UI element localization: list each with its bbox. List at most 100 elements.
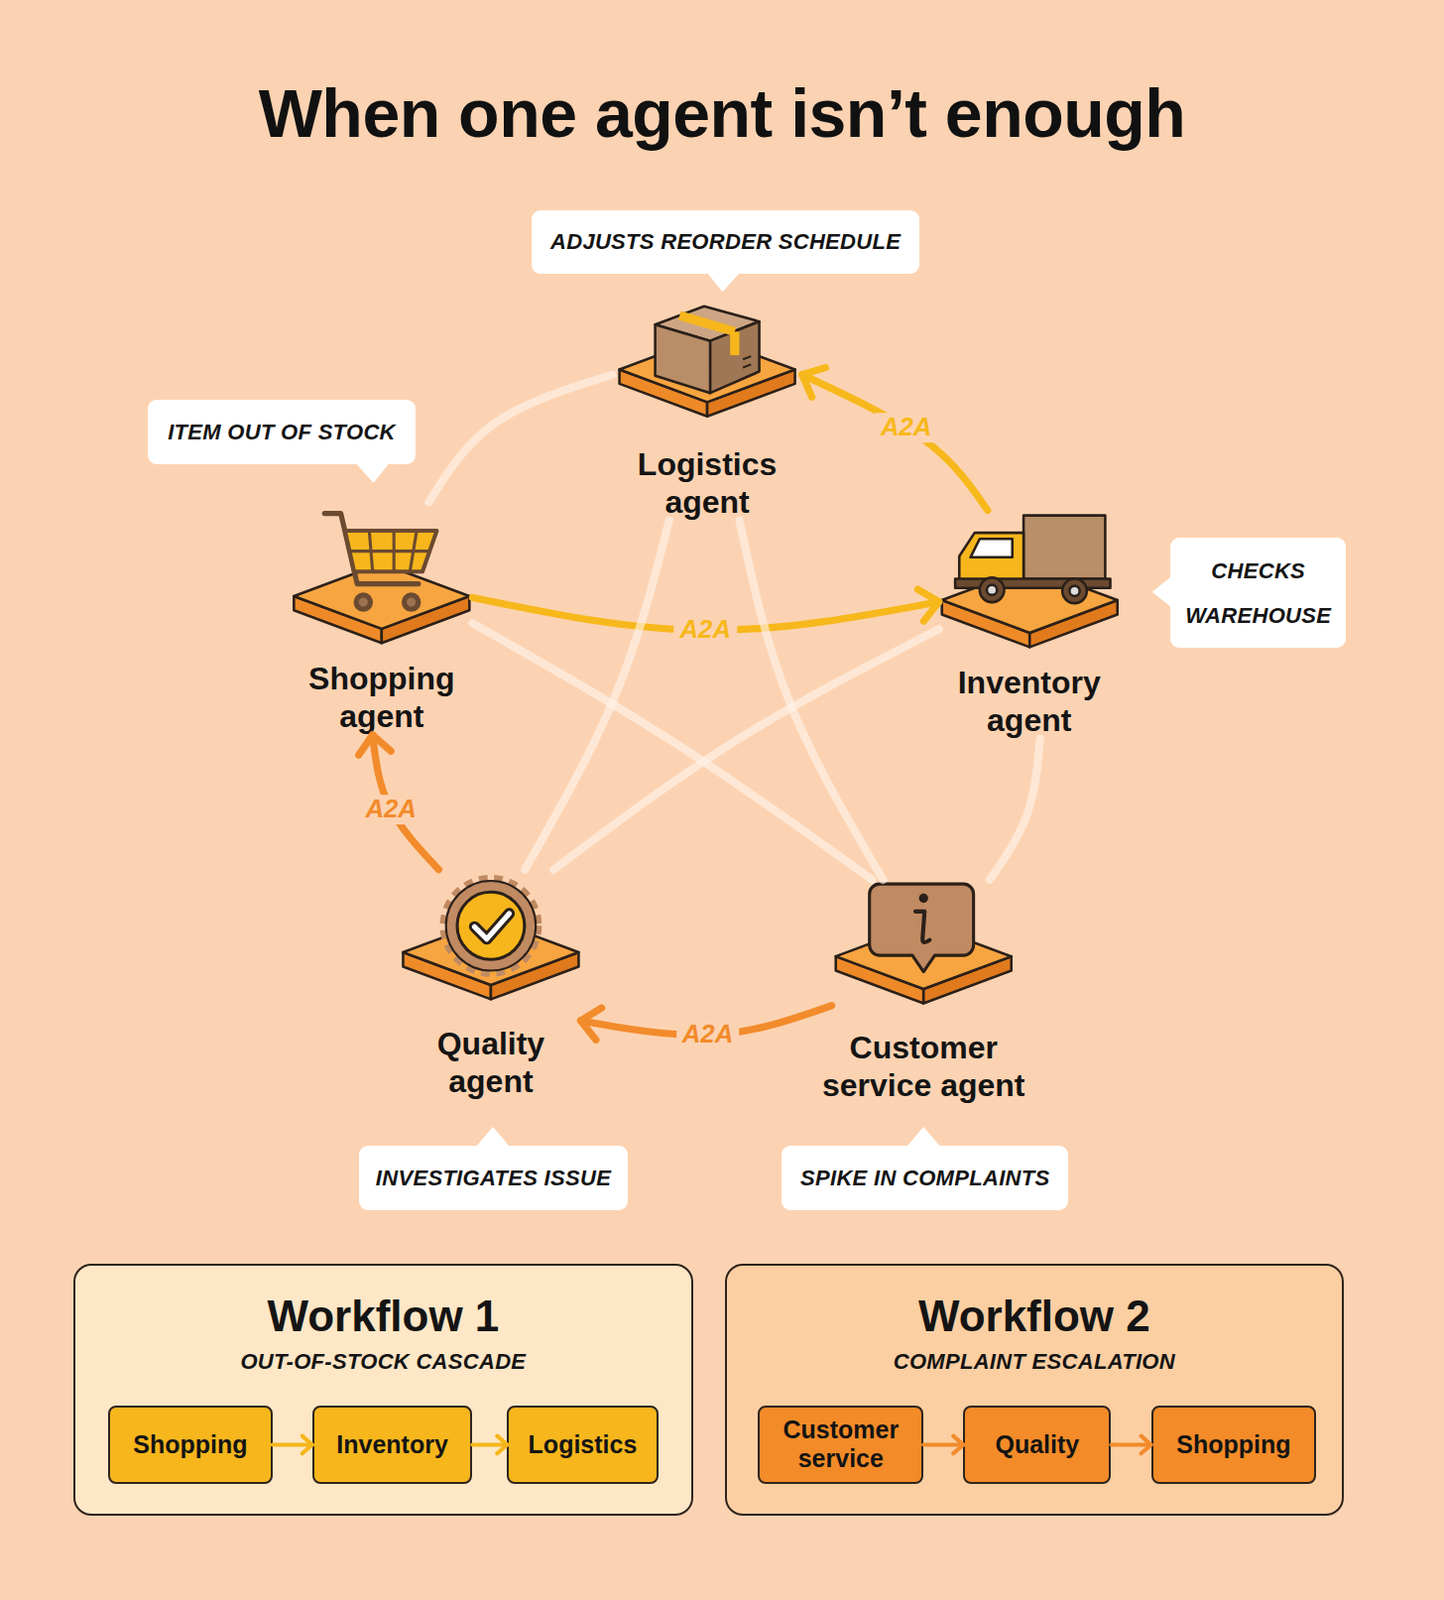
protocol-label: A2A xyxy=(874,412,938,443)
agent-node: Shopping agent xyxy=(290,501,473,735)
truck-icon xyxy=(970,538,1013,558)
quality-badge-icon xyxy=(474,913,509,940)
step-label: Shopping xyxy=(1176,1430,1291,1459)
connector-line xyxy=(553,628,939,869)
link-line xyxy=(739,520,884,880)
agent-name: Inventory agent xyxy=(939,663,1120,739)
connector-line xyxy=(472,1442,507,1446)
truck-icon xyxy=(1062,578,1087,603)
box-icon xyxy=(655,306,760,342)
agent-platform xyxy=(619,337,796,417)
workflow-title: Workflow 2 xyxy=(726,1291,1343,1340)
workflow-panel: Workflow 2 COMPLAINT ESCALATION Customer s… xyxy=(724,1263,1345,1516)
protocol-label: A2A xyxy=(359,794,422,825)
callout-tail xyxy=(476,1126,511,1148)
connector-line xyxy=(802,374,988,511)
callout-box: ADJUSTS REORDER SCHEDULE xyxy=(531,210,920,274)
link-line xyxy=(553,628,939,869)
cart-icon xyxy=(324,513,437,610)
connector-line xyxy=(372,734,440,870)
workflow-step: Shopping xyxy=(108,1405,273,1484)
agent-name: Logistics agent xyxy=(611,445,802,521)
connector-line xyxy=(580,1005,832,1036)
truck-icon xyxy=(1023,515,1105,580)
callout-tail xyxy=(906,1126,942,1148)
connector-line xyxy=(272,1442,313,1446)
callout-box: INVESTIGATES ISSUE xyxy=(359,1145,628,1211)
agent-node: Quality agent xyxy=(400,869,581,1101)
truck-icon xyxy=(986,585,997,596)
arrow-head xyxy=(1141,1436,1152,1454)
workflow-step: Quality xyxy=(962,1405,1111,1484)
cart-icon xyxy=(403,595,418,609)
flow-arrow xyxy=(802,367,988,511)
connector-line xyxy=(524,520,669,870)
box-icon xyxy=(679,315,735,332)
connector-line xyxy=(989,738,1041,880)
cart-icon xyxy=(345,530,438,572)
diagram-title: When one agent isn’t enough xyxy=(0,71,1444,155)
info-bubble-icon xyxy=(915,911,930,943)
flow-arrow xyxy=(1110,1436,1151,1454)
connector-line xyxy=(923,1442,963,1446)
agent-node: Logistics agent xyxy=(611,295,802,520)
arrow-head xyxy=(302,1436,313,1454)
callout-text: SPIKE IN COMPLAINTS xyxy=(800,1155,1050,1201)
step-label: Customer service xyxy=(765,1415,916,1473)
agent-name: Customer service agent xyxy=(801,1028,1047,1104)
truck-icon xyxy=(955,578,1110,588)
quality-badge-icon xyxy=(474,913,509,940)
flow-arrow xyxy=(472,1436,507,1454)
agent-platform xyxy=(293,563,470,643)
agent-platform xyxy=(402,919,579,999)
callout-text: CHECKS WAREHOUSE xyxy=(1178,548,1338,639)
workflow-subtitle: OUT-OF-STOCK CASCADE xyxy=(75,1348,692,1375)
connector-line xyxy=(428,374,612,503)
callout-text: INVESTIGATES ISSUE xyxy=(375,1155,611,1201)
box-icon xyxy=(742,356,751,367)
agent-platform xyxy=(942,567,1118,647)
link-line xyxy=(428,374,612,503)
callout-tail xyxy=(1152,575,1174,608)
box-icon xyxy=(655,306,760,393)
arrow-head xyxy=(917,589,939,621)
link-line xyxy=(524,520,669,870)
workflow-title: Workflow 1 xyxy=(75,1291,692,1340)
agent-name: Quality agent xyxy=(400,1024,581,1100)
protocol-label: A2A xyxy=(676,1020,739,1051)
agent-platform xyxy=(836,923,1012,1003)
step-label: Shopping xyxy=(132,1430,247,1459)
cart-icon xyxy=(324,513,419,585)
agent-name: Shopping agent xyxy=(290,659,473,735)
arrow-head xyxy=(496,1436,507,1454)
truck-icon xyxy=(955,515,1110,603)
callout-tail xyxy=(706,271,741,293)
box-icon xyxy=(655,324,712,393)
callout-tail xyxy=(355,271,1173,1148)
arrow-head xyxy=(953,1436,963,1454)
callout-box: CHECKS WAREHOUSE xyxy=(1170,537,1346,648)
flow-arrow xyxy=(580,1005,832,1041)
box-icon xyxy=(710,321,759,393)
callout-tail xyxy=(355,462,390,483)
illustration xyxy=(293,271,1173,1148)
box-icon xyxy=(729,331,739,356)
connector-line xyxy=(472,597,939,630)
workflow-subtitle: COMPLAINT ESCALATION xyxy=(726,1348,1343,1375)
info-bubble-icon xyxy=(869,883,974,971)
arrow-head xyxy=(802,367,827,398)
connector-line xyxy=(472,622,872,880)
callout-box: ITEM OUT OF STOCK xyxy=(147,399,416,465)
workflow-step: Logistics xyxy=(506,1405,658,1484)
cart-icon xyxy=(356,595,370,609)
link-line xyxy=(472,622,872,880)
connector-line xyxy=(739,520,884,880)
workflow-step: Customer service xyxy=(757,1405,924,1484)
quality-badge-icon xyxy=(446,880,537,971)
arrow-head xyxy=(580,1007,602,1040)
arrow-head xyxy=(359,734,391,755)
flow-arrow xyxy=(472,589,939,630)
agent-node: Inventory agent xyxy=(939,509,1120,738)
info-bubble-icon xyxy=(869,883,974,971)
